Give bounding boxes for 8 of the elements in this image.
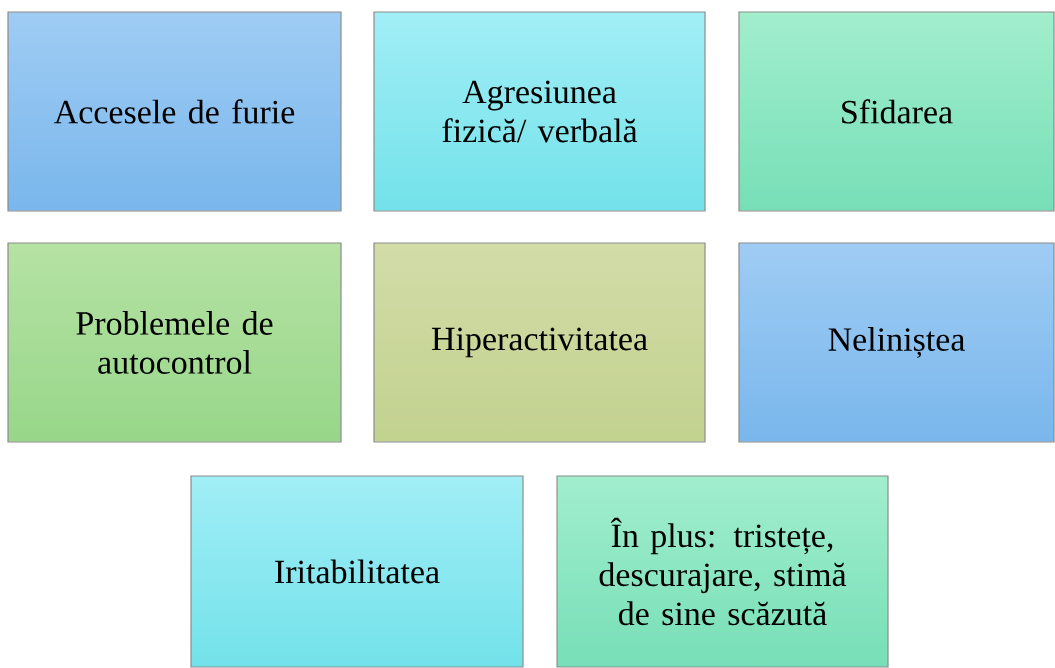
text-box: În plus: tristețe, descurajare, stimă de sine scăzută [556,475,889,668]
text-box: Agresiunea fizică/ verbală [373,11,706,212]
text-box: Accesele de furie [7,11,342,212]
text-box: Iritabilitatea [190,475,524,668]
text-box: Sfidarea [738,11,1055,212]
text-box: Neliniștea [738,242,1055,443]
text-box: Problemele de autocontrol [7,242,342,443]
text-box: Hiperactivitatea [373,242,706,443]
